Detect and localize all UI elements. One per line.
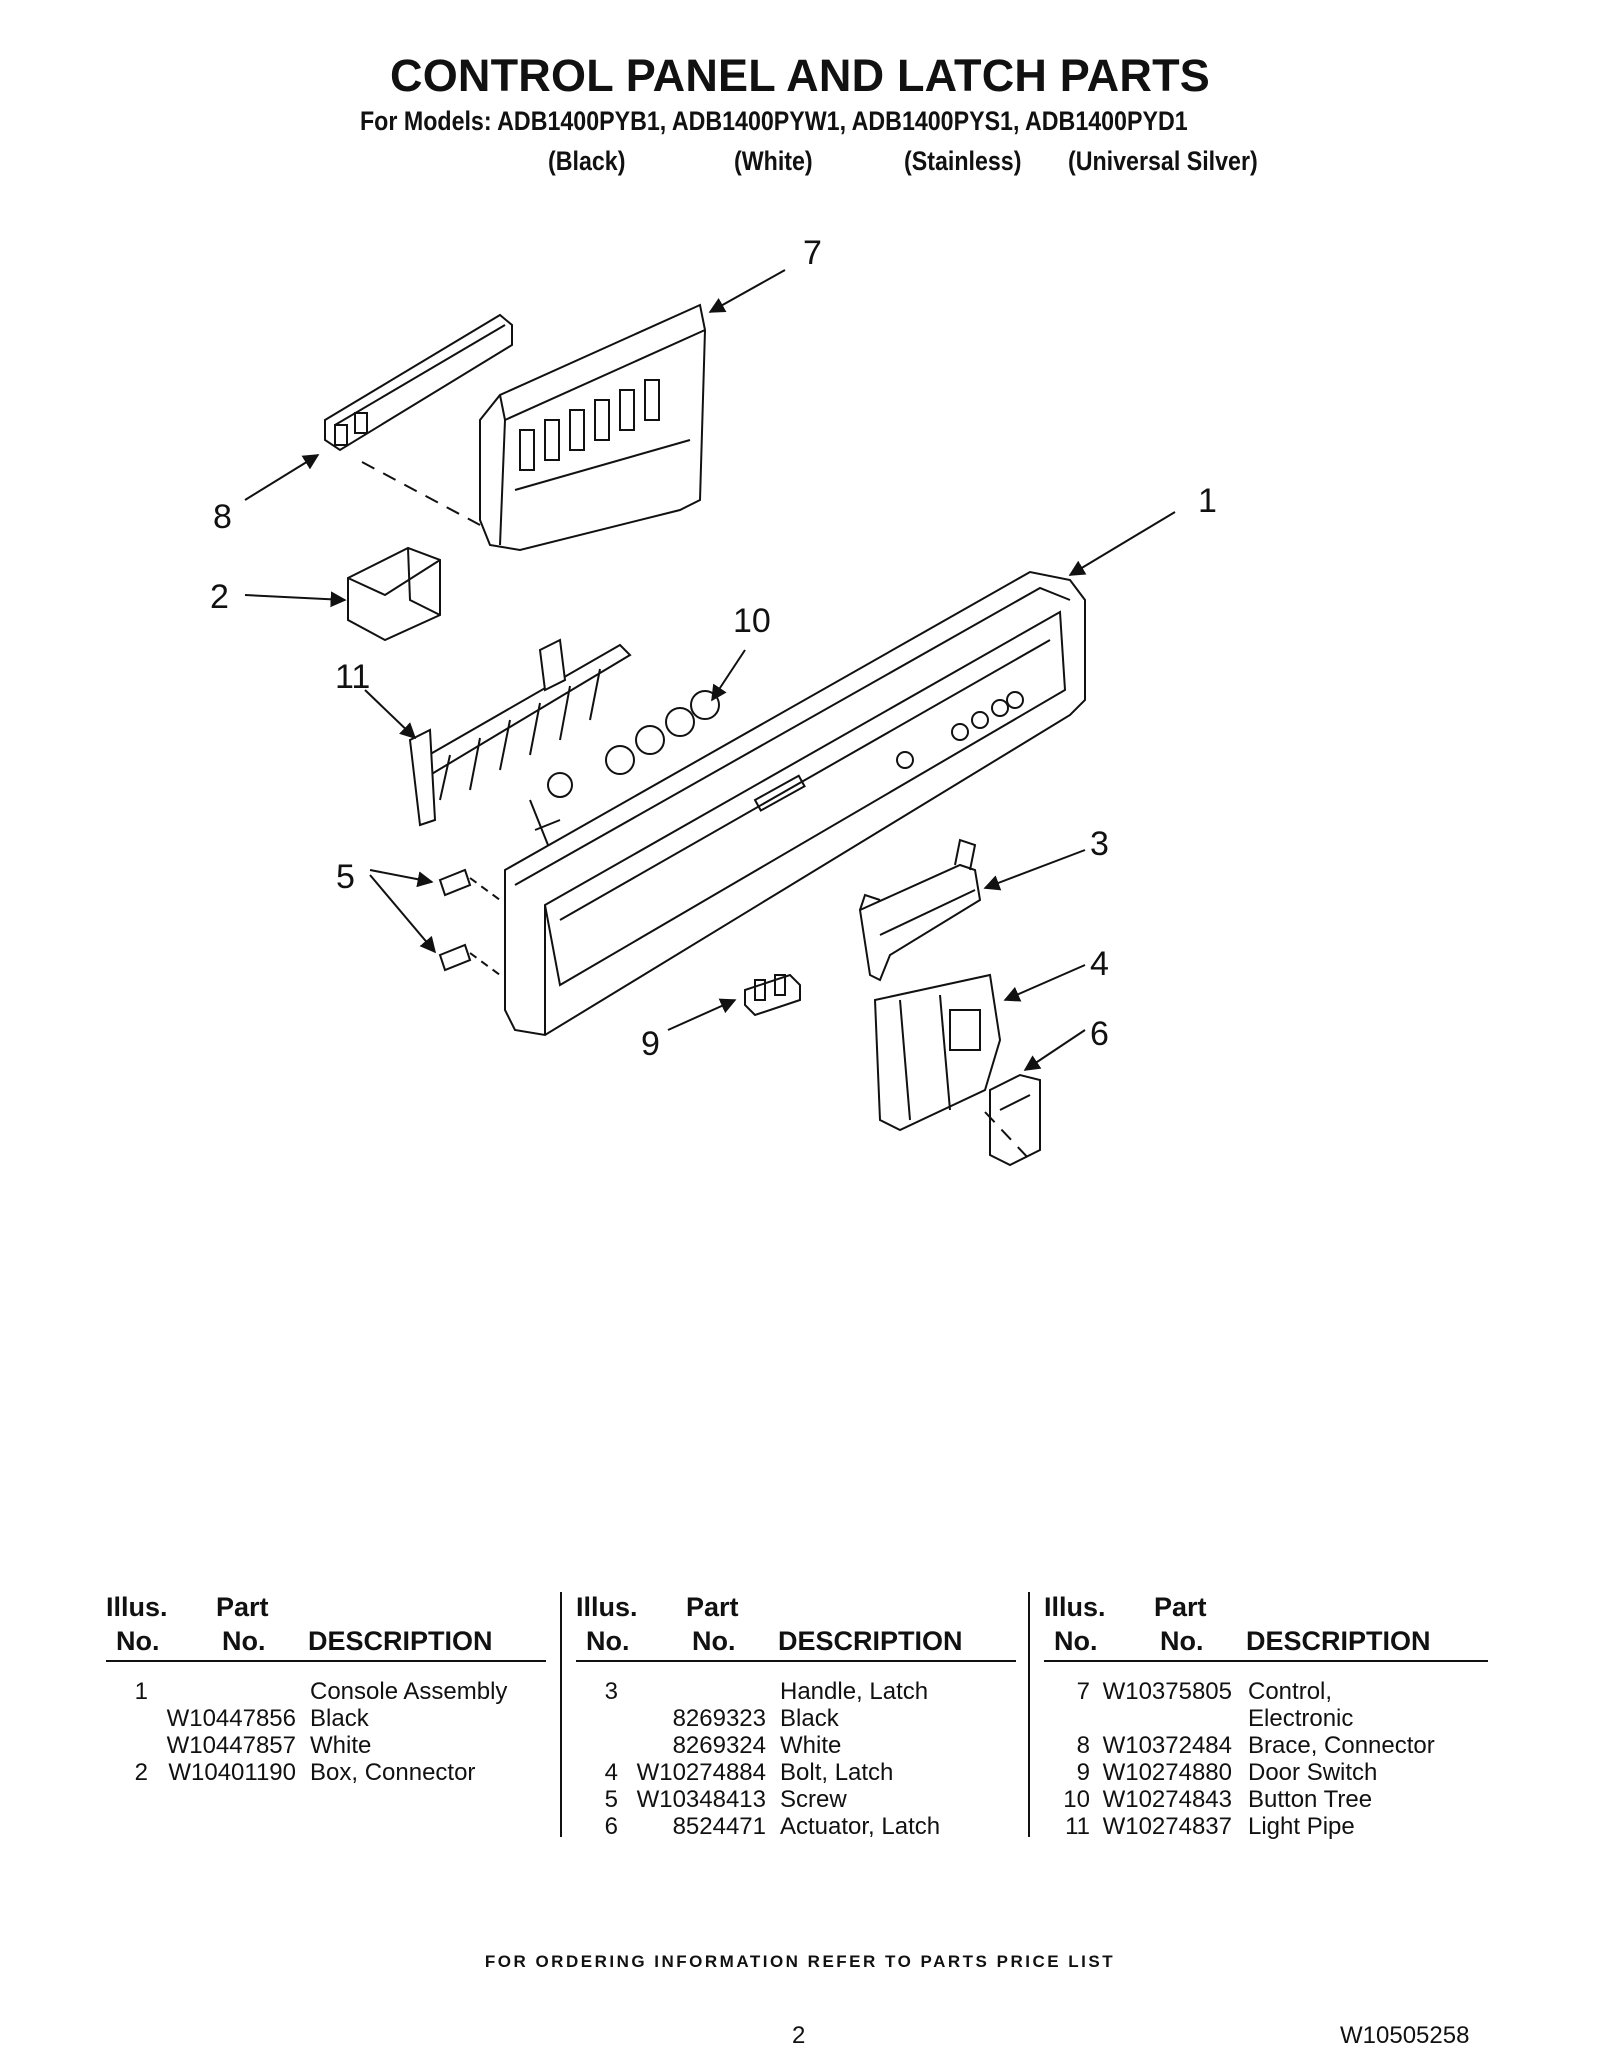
callout-3: 3 [1090, 825, 1109, 863]
col1-row4-part: W10401190 [168, 1759, 296, 1786]
col1-row4-illus: 2 [134, 1759, 148, 1786]
col3-row3-part: W10372484 [1102, 1732, 1232, 1759]
column-divider-1 [560, 1592, 562, 1837]
col2-row6-part: 8524471 [672, 1813, 766, 1840]
document-number: W10505258 [1340, 2022, 1470, 2049]
col1-row1-desc: Console Assembly [310, 1678, 508, 1705]
variant-black: (Black) [548, 146, 626, 176]
col1-row1-illus: 1 [134, 1678, 148, 1705]
part-door-switch [744, 973, 801, 1017]
ordering-note: FOR ORDERING INFORMATION REFER TO PARTS … [484, 1952, 1116, 1971]
col2-row1-desc: Handle, Latch [780, 1678, 929, 1705]
col2-row3-desc: White [780, 1732, 842, 1759]
page-title: CONTROL PANEL AND LATCH PARTS [390, 50, 1210, 101]
col2-row2-part: 8269323 [672, 1705, 766, 1732]
col3-row6-illus: 11 [1065, 1813, 1090, 1840]
col3-row2-desc: Electronic [1248, 1705, 1354, 1732]
col1-header-desc: DESCRIPTION [308, 1626, 493, 1656]
variant-universal-silver: (Universal Silver) [1068, 146, 1258, 176]
col2-row3-part: 8269324 [672, 1732, 766, 1759]
col2-row1-illus: 3 [604, 1678, 618, 1705]
col3-row5-desc: Button Tree [1248, 1786, 1373, 1813]
col2-row6-illus: 6 [604, 1813, 618, 1840]
part-brace-connector [324, 313, 513, 452]
col3-header-no: No. [1054, 1626, 1098, 1656]
col3-row1-desc: Control, [1248, 1678, 1333, 1705]
callout-2: 2 [210, 578, 229, 616]
callout-7: 7 [803, 234, 822, 272]
variant-stainless: (Stainless) [904, 146, 1022, 176]
col2-header-part: Part [686, 1592, 739, 1622]
callout-5: 5 [336, 858, 355, 896]
col3-header-partno: No. [1160, 1626, 1204, 1656]
col1-row3-desc: White [310, 1732, 372, 1759]
part-console-assembly [504, 570, 1086, 1037]
callout-9: 9 [641, 1025, 660, 1063]
col2-row4-illus: 4 [604, 1759, 618, 1786]
col1-header-no: No. [116, 1626, 160, 1656]
variant-white: (White) [734, 146, 813, 176]
col3-header-part: Part [1154, 1592, 1207, 1622]
callout-4: 4 [1090, 945, 1109, 983]
col1-row2-part: W10447856 [166, 1705, 296, 1732]
callout-1: 1 [1198, 482, 1217, 520]
col3-row1-part: W10375805 [1102, 1678, 1232, 1705]
col1-header-illus: Illus. [106, 1592, 168, 1622]
col1-header-part: Part [216, 1592, 269, 1622]
col2-header-no: No. [586, 1626, 630, 1656]
col1-row4-desc: Box, Connector [310, 1759, 476, 1786]
col3-row6-desc: Light Pipe [1248, 1813, 1355, 1840]
part-latch-bolt [873, 973, 1002, 1132]
col3-row3-desc: Brace, Connector [1248, 1732, 1435, 1759]
col3-row4-part: W10274880 [1102, 1759, 1232, 1786]
col2-row5-part: W10348413 [636, 1786, 766, 1813]
col2-header-illus: Illus. [576, 1592, 638, 1622]
page-number: 2 [792, 2022, 806, 2049]
col3-row6-part: W10274837 [1102, 1813, 1232, 1840]
col2-row4-part: W10274884 [636, 1759, 766, 1786]
column-divider-2 [1028, 1592, 1030, 1837]
col1-row3-part: W10447857 [166, 1732, 296, 1759]
col2-row6-desc: Actuator, Latch [780, 1813, 941, 1840]
callout-11: 11 [335, 658, 370, 696]
col2-row5-desc: Screw [780, 1786, 847, 1813]
col1-header-partno: No. [222, 1626, 266, 1656]
col3-header-rule [1044, 1660, 1488, 1662]
models-line: For Models: ADB1400PYB1, ADB1400PYW1, AD… [360, 106, 1188, 136]
part-connector-box [347, 546, 441, 642]
part-screws [438, 868, 501, 976]
col2-row5-illus: 5 [604, 1786, 618, 1813]
col3-row1-illus: 7 [1076, 1678, 1090, 1705]
col3-row5-illus: 10 [1063, 1786, 1090, 1813]
col2-row4-desc: Bolt, Latch [780, 1759, 894, 1786]
part-latch-handle [858, 838, 982, 982]
col3-row5-part: W10274843 [1102, 1786, 1232, 1813]
col2-header-partno: No. [692, 1626, 736, 1656]
col3-row3-illus: 8 [1076, 1732, 1090, 1759]
callout-6: 6 [1090, 1015, 1109, 1053]
part-latch-actuator [989, 1073, 1041, 1167]
col1-header-rule [106, 1660, 546, 1662]
part-control-electronic [479, 303, 707, 552]
col2-header-rule [576, 1660, 1016, 1662]
callout-8: 8 [213, 498, 232, 536]
col2-row2-desc: Black [780, 1705, 839, 1732]
exploded-parts-diagram: 7 8 1 2 10 11 3 5 4 6 9 [210, 234, 1217, 1167]
col3-row4-illus: 9 [1076, 1759, 1090, 1786]
col2-header-desc: DESCRIPTION [778, 1626, 963, 1656]
col1-row2-desc: Black [310, 1705, 369, 1732]
col3-row4-desc: Door Switch [1248, 1759, 1378, 1786]
callout-10: 10 [733, 602, 771, 640]
col3-header-illus: Illus. [1044, 1592, 1106, 1622]
col3-header-desc: DESCRIPTION [1246, 1626, 1431, 1656]
